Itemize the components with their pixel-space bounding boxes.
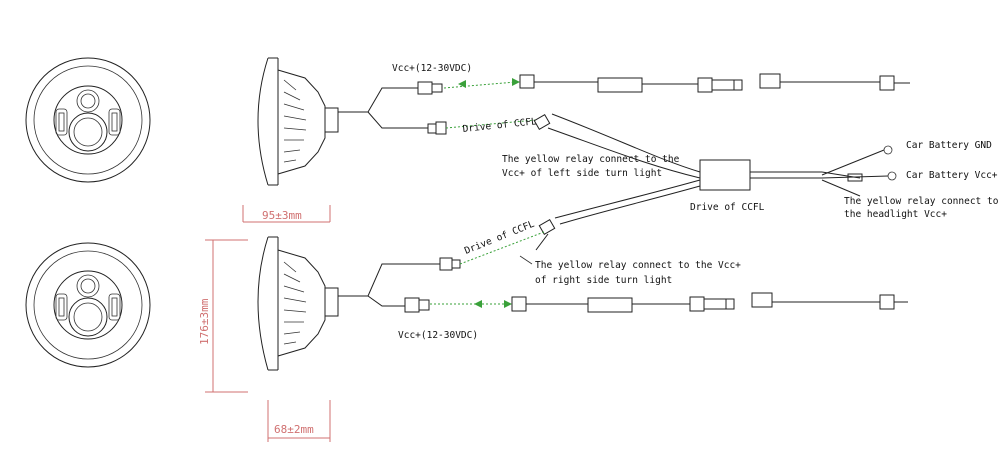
dimension-diameter: 176±3mm — [198, 298, 211, 345]
label-headlight-1: The yellow relay connect to — [844, 196, 999, 207]
label-drive-ccfl-top: Drive of CCFL — [462, 116, 537, 135]
label-left-relay-2: Vcc+ of left side turn light — [502, 168, 662, 179]
label-drive-ccfl-mid: Drive of CCFL — [463, 219, 536, 257]
headlight-side-view-bottom — [257, 236, 339, 371]
label-drive-ccfl-relay: Drive of CCFL — [690, 202, 765, 213]
headlight-front-view-top — [25, 57, 151, 183]
label-right-relay-2: of right side turn light — [535, 275, 672, 286]
label-battery-gnd: Car Battery GND — [906, 140, 992, 151]
label-headlight-2: the headlight Vcc+ — [844, 209, 947, 220]
relay-harness — [533, 113, 897, 251]
wiring-top — [338, 73, 910, 135]
label-right-relay-1: The yellow relay connect to the Vcc+ — [535, 260, 741, 271]
headlight-front-view-bottom — [25, 242, 151, 368]
dimension-lines — [205, 205, 331, 442]
dimension-depth: 95±3mm — [262, 209, 302, 222]
label-vcc-bottom: Vcc+(12-30VDC) — [398, 330, 478, 341]
wiring-bottom — [338, 231, 908, 313]
label-left-relay-1: The yellow relay connect to the — [502, 154, 680, 165]
label-vcc-top: Vcc+(12-30VDC) — [392, 63, 472, 74]
dimension-body: 68±2mm — [274, 423, 314, 436]
headlight-side-view-top — [257, 57, 339, 186]
label-battery-vcc: Car Battery Vcc+ — [906, 170, 998, 181]
leader-right-relay — [519, 255, 533, 265]
